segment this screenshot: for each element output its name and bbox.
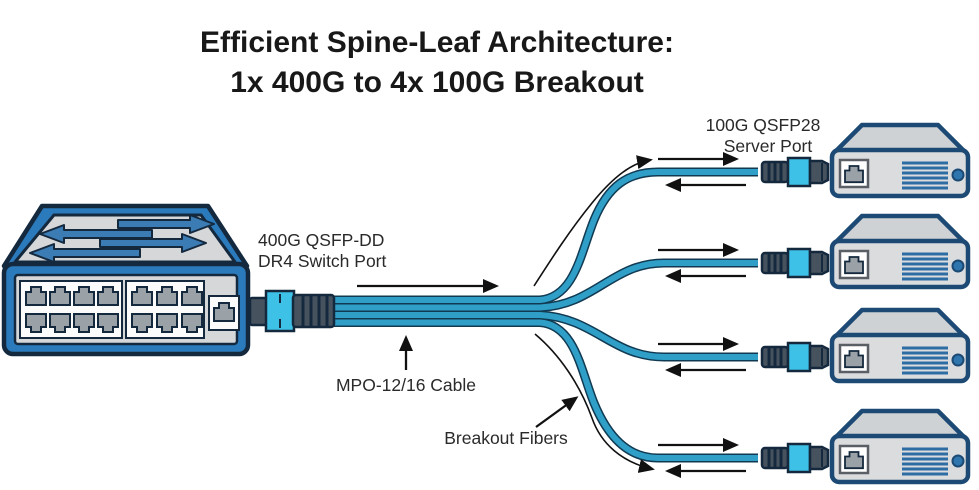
switch-port-bank-1 [19, 280, 123, 339]
fiber-3 [330, 312, 758, 360]
qsfp28-plug-3 [760, 341, 830, 373]
switch-port-label-line1: 400G QSFP-DD [258, 230, 384, 250]
qsfp28-plug-2 [760, 247, 830, 279]
server-port-label-line2: Server Port [724, 136, 813, 156]
spine-switch [1, 203, 251, 357]
server-4 [832, 411, 968, 482]
switch-uplink-port [208, 295, 240, 331]
flow-curve-up [533, 155, 653, 287]
switch-port-bank-2 [125, 280, 205, 339]
diagram-title-line1: Efficient Spine-Leaf Architecture: [200, 26, 674, 59]
server-1 [832, 125, 968, 196]
fiber-1 [330, 169, 758, 303]
diagram-title-line2: 1x 400G to 4x 100G Breakout [230, 66, 644, 99]
breakout-label-arrow [535, 396, 579, 428]
flow-curve-down [534, 333, 655, 473]
qsfp28-plug-1 [760, 156, 830, 188]
switch-port-label-line2: DR4 Switch Port [258, 251, 387, 271]
cable-label: MPO-12/16 Cable [336, 375, 476, 395]
server-2 [832, 216, 968, 287]
qsfp28-plug-4 [760, 442, 830, 474]
mpo-connector [248, 289, 336, 333]
fiber-4 [330, 319, 758, 461]
breakout-fibers-label: Breakout Fibers [444, 428, 568, 448]
switch-traffic-arrows-icon [29, 214, 215, 263]
breakout-cable [330, 167, 758, 463]
callouts: 400G QSFP-DD DR4 Switch Port 100G QSFP28… [258, 115, 820, 448]
server-port-label-line1: 100G QSFP28 [706, 115, 821, 135]
fiber-2 [330, 260, 758, 311]
traffic-direction-arrows [357, 152, 746, 478]
server-3 [832, 310, 968, 381]
